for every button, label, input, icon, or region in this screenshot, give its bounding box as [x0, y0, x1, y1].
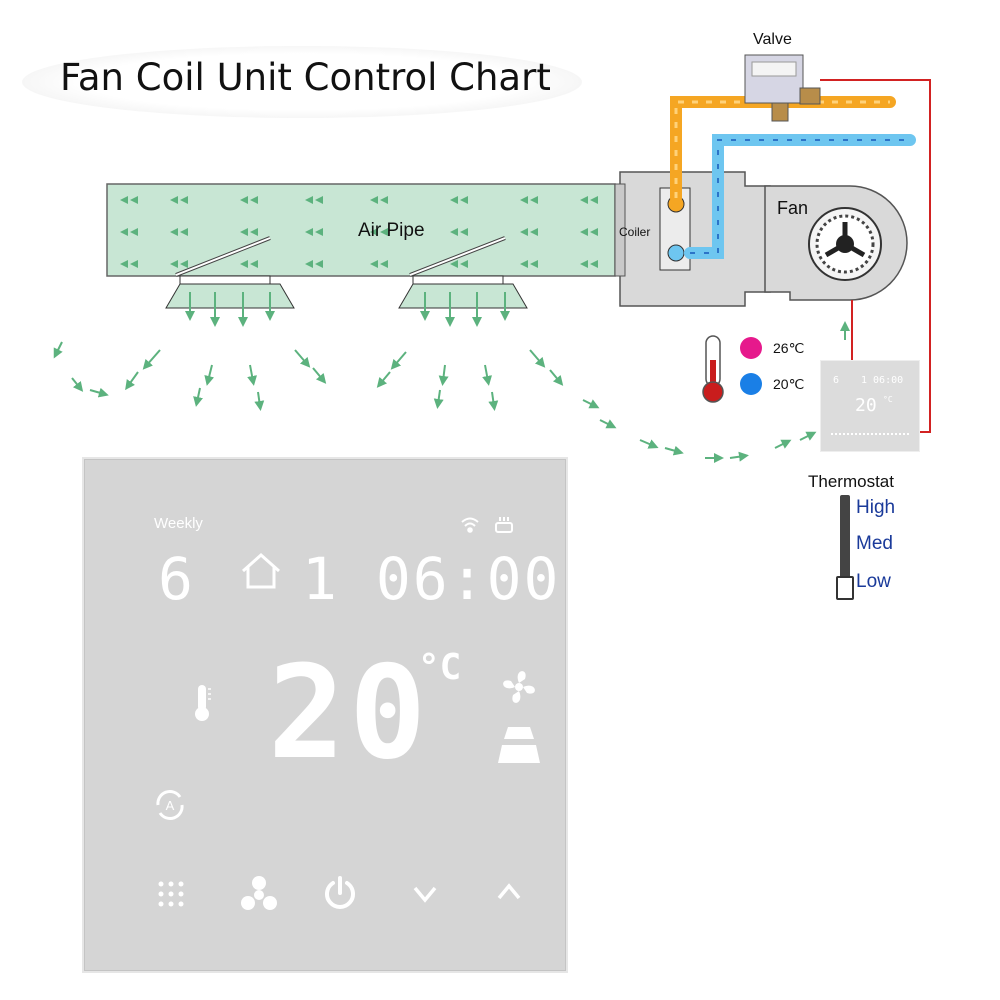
home-icon: [242, 552, 280, 589]
fan-coil-diagram: [53, 54, 931, 463]
heating-icon: [495, 517, 513, 533]
day-display: 6: [158, 545, 195, 613]
air-diffuser-left: [165, 236, 295, 309]
title-backdrop: [22, 46, 582, 118]
control-wires: [820, 79, 931, 433]
thermostat-panel: Weekly 6 1 06:00 20 °C A: [82, 457, 568, 973]
thermostat-label: Thermostat: [808, 472, 894, 491]
menu-button[interactable]: [156, 879, 186, 909]
fan-button[interactable]: [240, 875, 278, 913]
mini-thermostat: 6 1 06:00 20 °C: [820, 360, 920, 452]
power-button[interactable]: [322, 875, 358, 911]
mini-day: 6: [833, 375, 840, 386]
mini-unit: °C: [883, 395, 893, 404]
weekly-mode-label: Weekly: [154, 515, 203, 532]
coiler-housing: [614, 171, 771, 307]
fan-speed-med: Med: [856, 533, 893, 554]
temperature-unit: °C: [418, 647, 462, 688]
down-button[interactable]: [412, 883, 438, 905]
valve-label: Valve: [753, 31, 792, 48]
cold-temp-label: 20℃: [773, 376, 805, 392]
temperature-display: 20: [268, 639, 431, 788]
fan-label: Fan: [777, 198, 809, 218]
air-pipe-label: Air Pipe: [358, 220, 425, 241]
mini-buttons: [831, 433, 909, 439]
cold-temp-dot: [740, 373, 762, 395]
thermometer-icon: [195, 685, 211, 721]
mini-temp: 20: [855, 395, 877, 416]
coiler-label: Coiler: [619, 225, 651, 239]
auto-icon: A: [156, 790, 184, 820]
cold-water-pipe: [684, 134, 916, 259]
air-pipe: [106, 183, 616, 277]
air-pipe-arrows: [120, 196, 598, 268]
fan-speed-track: [840, 495, 850, 591]
fan-icon: [764, 185, 908, 301]
page-title: Fan Coil Unit Control Chart: [60, 56, 551, 99]
mini-time: 1 06:00: [861, 375, 904, 386]
svg-text:A: A: [166, 798, 175, 813]
valve-icon: [744, 54, 821, 122]
fan-speed-high: High: [856, 497, 896, 518]
fan-speed-low: Low: [856, 571, 891, 592]
up-button[interactable]: [496, 881, 522, 903]
wifi-icon: [461, 517, 479, 533]
fan-icon: [498, 671, 540, 763]
status-icons: [461, 517, 513, 533]
air-diffuser-right: [398, 236, 528, 309]
airflow-arrows: [53, 292, 850, 463]
hot-temp-label: 26℃: [773, 340, 805, 356]
fan-speed-knob[interactable]: [836, 576, 854, 600]
thermometer-icon: [702, 335, 724, 403]
hot-temp-dot: [740, 337, 762, 359]
time-display: 1 06:00: [302, 545, 561, 613]
